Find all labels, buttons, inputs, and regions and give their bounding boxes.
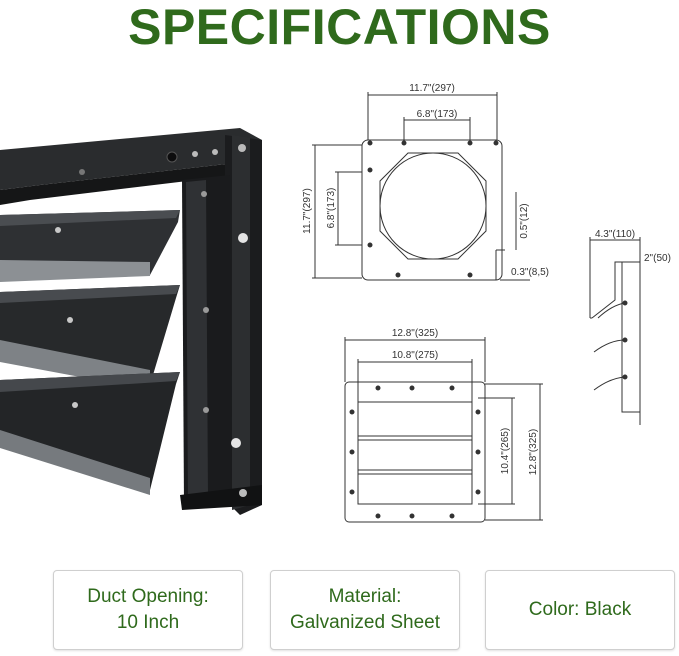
- side-profile-drawing: [589, 237, 641, 425]
- duct-opening-label: Duct Opening:: [87, 586, 209, 607]
- dim-front-width: 12.8"(325): [392, 328, 438, 339]
- material-value: Galvanized Sheet: [290, 612, 440, 633]
- dim-depth: 4.3"(110): [595, 229, 635, 240]
- dim-flange: 2"(50): [644, 253, 671, 264]
- dim-bottom-offset: 0.3"(8,5): [511, 267, 549, 278]
- front-view-drawing: [344, 337, 543, 523]
- material-label: Material:: [328, 586, 402, 607]
- shutter-product-image: [0, 128, 262, 515]
- dim-side-hole-spacing: 6.8"(173): [326, 188, 337, 229]
- dim-top-width: 11.7"(297): [409, 83, 455, 94]
- dim-top-hole-spacing: 6.8"(173): [417, 109, 458, 120]
- duct-opening-value: 10 Inch: [116, 612, 180, 633]
- page-title: SPECIFICATIONS: [128, 0, 551, 55]
- dim-right-offset: 0.5"(12): [519, 203, 530, 238]
- dim-front-inner-height: 10.4"(265): [500, 428, 511, 474]
- color-label: Color: Black: [528, 599, 632, 620]
- color-card: Color: Black: [485, 570, 675, 650]
- material-card: Material: Galvanized Sheet: [270, 570, 460, 650]
- dim-front-inner-width: 10.8"(275): [392, 350, 438, 361]
- dim-front-height: 12.8"(325): [528, 429, 539, 475]
- dim-side-height: 11.7"(297): [302, 188, 313, 234]
- back-plate-drawing: [312, 92, 530, 281]
- duct-opening-card: Duct Opening: 10 Inch: [53, 570, 243, 650]
